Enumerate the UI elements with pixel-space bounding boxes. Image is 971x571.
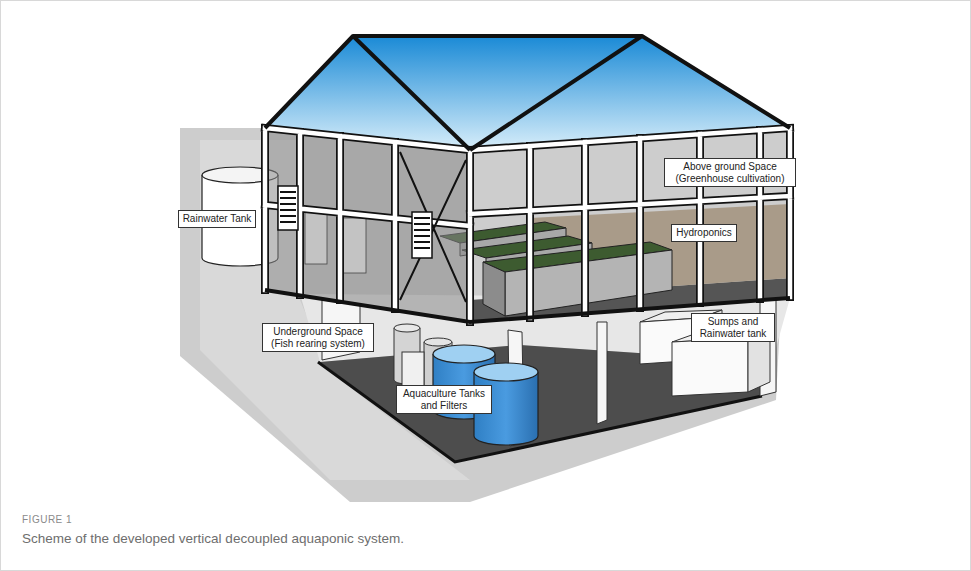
callout-box: Aquaculture Tanks and Filters	[396, 385, 492, 414]
callout-box: Underground Space (Fish rearing system)	[262, 323, 374, 352]
callout-box: Sumps and Rainwater tank	[691, 313, 775, 342]
figure-number: FIGURE 1	[22, 514, 72, 525]
callout-text: Aquaculture Tanks and Filters	[401, 388, 487, 411]
callout-box: Above ground Space (Greenhouse cultivati…	[664, 158, 796, 187]
callout-text: Underground Space (Fish rearing system)	[267, 326, 369, 349]
callout-text: Above ground Space (Greenhouse cultivati…	[669, 161, 791, 184]
callout-box: Rainwater Tank	[178, 210, 257, 228]
figure-caption: Scheme of the developed vertical decoupl…	[22, 531, 404, 546]
ventilation-fans	[278, 186, 432, 258]
callout-text: Hydroponics	[676, 227, 732, 239]
callout-text: Sumps and Rainwater tank	[696, 316, 770, 339]
callout-text: Rainwater Tank	[183, 213, 252, 225]
glass-tanks	[305, 212, 366, 273]
callout-box: Hydroponics	[671, 224, 737, 242]
